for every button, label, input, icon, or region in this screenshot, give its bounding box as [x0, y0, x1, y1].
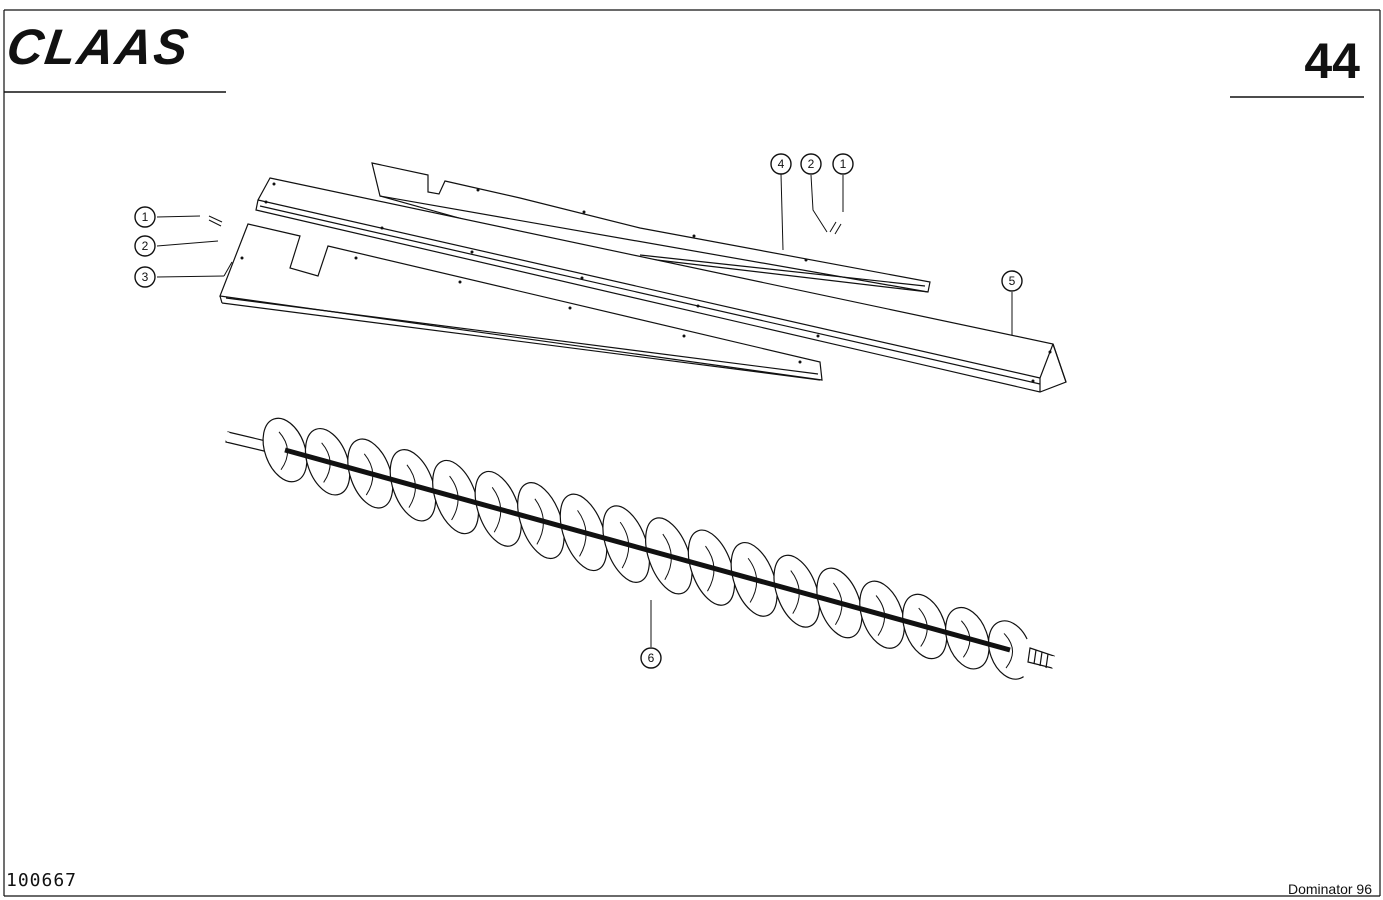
callout-6: 6 [640, 647, 662, 669]
auger-flights [262, 417, 1033, 680]
callout-2-left: 2 [134, 235, 156, 257]
svg-text:1: 1 [142, 210, 149, 224]
svg-text:2: 2 [808, 157, 815, 171]
bolt-icon-right [829, 212, 847, 235]
svg-text:2: 2 [142, 239, 149, 253]
part-3-plate [219, 223, 823, 381]
auger-right-end [1020, 638, 1056, 682]
auger-shaft [284, 447, 1011, 653]
callout-3: 3 [134, 266, 156, 288]
svg-text:3: 3 [142, 270, 149, 284]
model-name: Dominator 96 [1288, 881, 1372, 897]
drawing-number: 100667 [6, 870, 77, 891]
part-5-long-angle-rail [255, 177, 1067, 393]
claas-logo: CLAAS [3, 19, 193, 75]
callout-1-right: 1 [832, 153, 854, 175]
page-frame [3, 9, 1381, 897]
callout-2-right: 2 [800, 153, 822, 175]
svg-text:1: 1 [840, 157, 847, 171]
svg-text:5: 5 [1009, 274, 1016, 288]
svg-text:4: 4 [778, 157, 785, 171]
bolt-icon-left [198, 210, 223, 227]
auger-flight-edge [1003, 633, 1013, 669]
leader-lines [156, 173, 1013, 647]
page-number: 44 [1304, 33, 1360, 89]
callout-4: 4 [770, 153, 792, 175]
callout-1-left: 1 [134, 206, 156, 228]
svg-text:6: 6 [648, 651, 655, 665]
washer-icon-left [217, 234, 227, 242]
callout-5: 5 [1001, 270, 1023, 292]
washer-icon-right [824, 234, 834, 242]
